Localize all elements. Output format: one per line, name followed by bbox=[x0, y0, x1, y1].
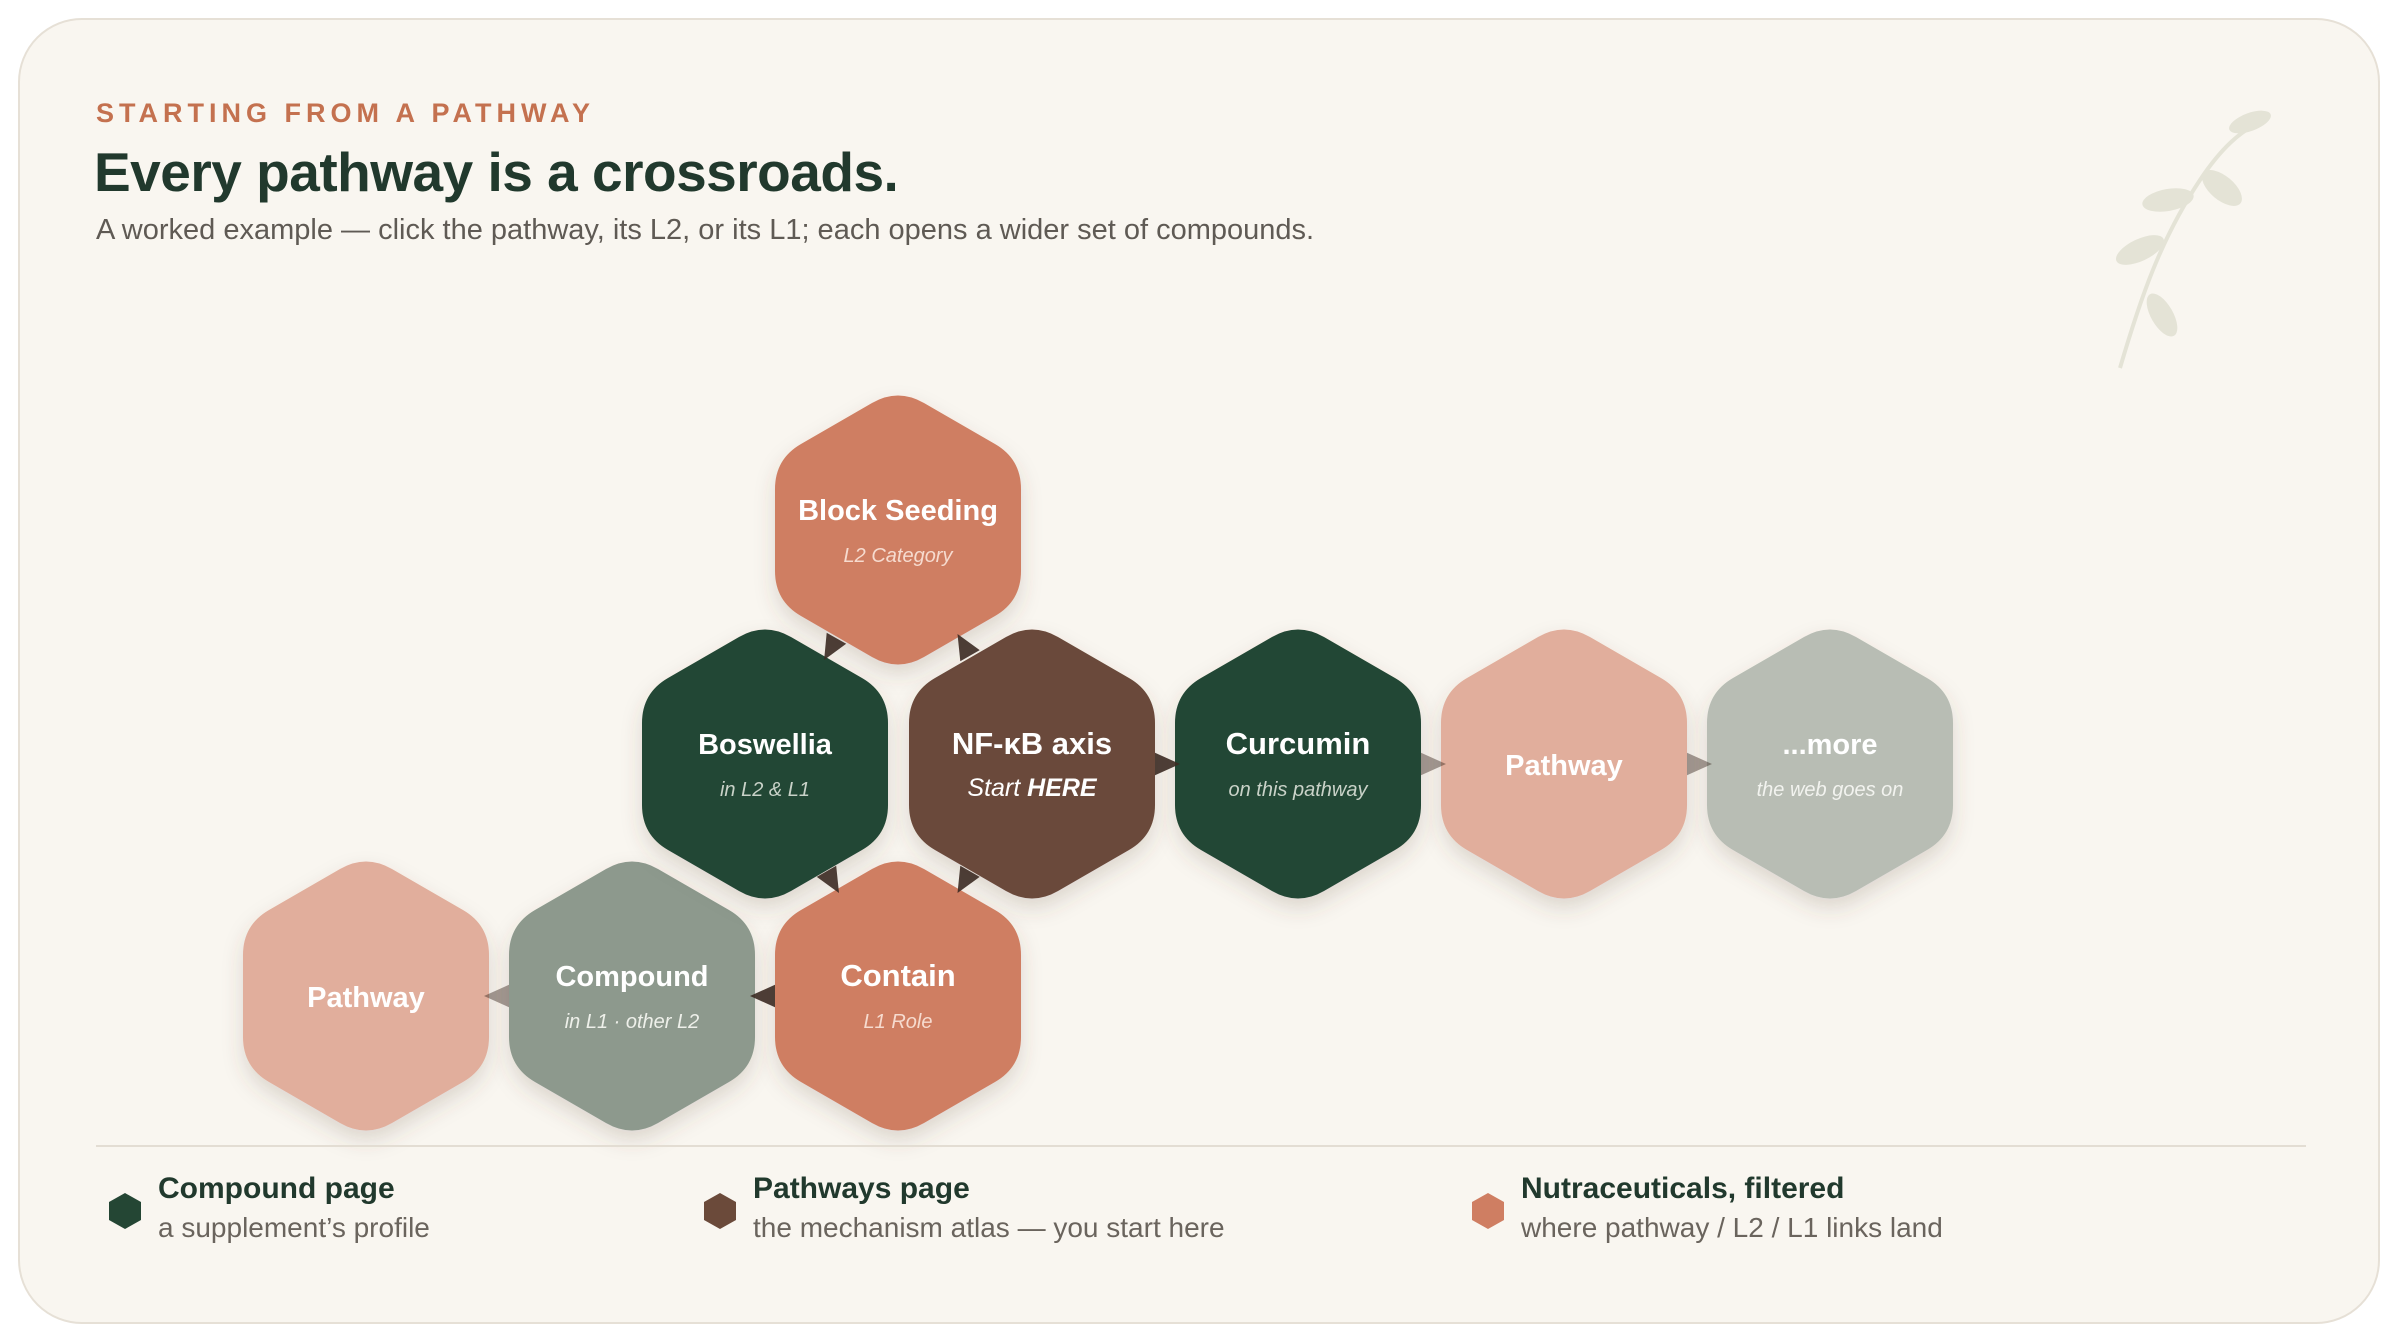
hex-sublabel: in L1 · other L2 bbox=[565, 1011, 700, 1033]
link-arrow bbox=[750, 984, 775, 1008]
hex-shape bbox=[243, 861, 489, 1131]
leaf-sprig-icon bbox=[2115, 110, 2271, 369]
link-arrow bbox=[824, 632, 847, 660]
hexagon-icon bbox=[109, 1193, 141, 1229]
hex-node-pathway-right[interactable]: Pathway bbox=[1441, 629, 1687, 899]
link-arrow bbox=[957, 634, 980, 662]
hex-sublabel-emphasis: HERE bbox=[1027, 774, 1098, 802]
link-arrow bbox=[816, 865, 839, 893]
legend-title: Compound page bbox=[158, 1172, 395, 1205]
legend-subtitle: where pathway / L2 / L1 links land bbox=[1521, 1212, 1943, 1243]
hex-node-block-seeding[interactable]: Block Seeding L2 Category bbox=[775, 395, 1021, 665]
hex-node-boswellia[interactable]: Boswellia in L2 & L1 bbox=[642, 629, 888, 899]
hex-sublabel: L2 Category bbox=[844, 545, 954, 567]
hex-node-compound-muted[interactable]: Compound in L1 · other L2 bbox=[509, 861, 755, 1131]
hexagon-icon bbox=[704, 1193, 736, 1229]
hex-sublabel: Start HERE bbox=[967, 774, 1098, 802]
hex-label: NF-κB axis bbox=[952, 726, 1112, 761]
hex-label: Pathway bbox=[1505, 750, 1623, 782]
hex-sublabel: L1 Role bbox=[864, 1011, 933, 1033]
hex-node-contain[interactable]: Contain L1 Role bbox=[775, 861, 1021, 1131]
link-arrow bbox=[1155, 752, 1180, 776]
hex-node-pathway-left[interactable]: Pathway bbox=[243, 861, 489, 1131]
page-title: Every pathway is a crossroads. bbox=[94, 141, 899, 203]
hex-shape bbox=[1707, 629, 1953, 899]
hex-label: Compound bbox=[555, 961, 708, 993]
link-arrow bbox=[1421, 752, 1446, 776]
hex-sublabel: the web goes on bbox=[1757, 779, 1904, 801]
hex-label: Pathway bbox=[307, 982, 425, 1014]
hex-node-more[interactable]: ...more the web goes on bbox=[1707, 629, 1953, 899]
legend-title: Pathways page bbox=[753, 1172, 970, 1205]
hex-node-curcumin[interactable]: Curcumin on this pathway bbox=[1175, 629, 1421, 899]
hexagon-icon bbox=[1472, 1193, 1504, 1229]
hex-shape bbox=[775, 395, 1021, 665]
legend-subtitle: a supplement’s profile bbox=[158, 1212, 430, 1243]
hex-label: Curcumin bbox=[1226, 726, 1371, 761]
legend-swatch bbox=[109, 1193, 141, 1229]
hex-label: Boswellia bbox=[698, 729, 833, 761]
hex-shape bbox=[775, 861, 1021, 1131]
link-arrow bbox=[1687, 752, 1712, 776]
legend-divider bbox=[96, 1145, 2306, 1147]
hex-shape bbox=[1441, 629, 1687, 899]
hex-shape bbox=[509, 861, 755, 1131]
hex-label: Block Seeding bbox=[798, 495, 998, 527]
page-subtitle: A worked example — click the pathway, it… bbox=[96, 214, 1315, 246]
link-arrow bbox=[484, 984, 509, 1008]
hex-label: ...more bbox=[1782, 729, 1877, 761]
legend-subtitle: the mechanism atlas — you start here bbox=[753, 1212, 1225, 1243]
hex-shape bbox=[1175, 629, 1421, 899]
hex-shape bbox=[642, 629, 888, 899]
hex-shape bbox=[909, 629, 1155, 899]
hex-sublabel: on this pathway bbox=[1229, 779, 1369, 801]
hex-sublabel: in L2 & L1 bbox=[720, 779, 810, 801]
eyebrow-label: STARTING FROM A PATHWAY bbox=[96, 98, 595, 128]
hex-sublabel-prefix: Start bbox=[967, 774, 1027, 802]
legend-title: Nutraceuticals, filtered bbox=[1521, 1172, 1845, 1205]
legend-swatch bbox=[1472, 1193, 1504, 1229]
link-arrow bbox=[957, 865, 980, 893]
hex-label: Contain bbox=[840, 958, 955, 993]
legend-swatch bbox=[704, 1193, 736, 1229]
